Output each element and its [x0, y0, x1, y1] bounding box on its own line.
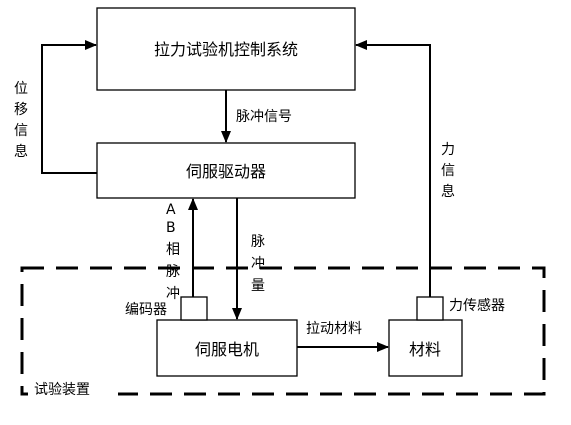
pulse-signal-label: 脉冲信号: [236, 109, 292, 125]
encoder-label: 编码器: [125, 302, 167, 318]
control-system-box: [96, 7, 356, 91]
svg-text:相: 相: [166, 242, 180, 258]
servo-motor-box: [156, 319, 298, 377]
servo-motor-label: 伺服电机: [195, 340, 259, 359]
servo-driver-box: [96, 142, 356, 199]
encoder-box: [180, 296, 208, 321]
servo-driver-label: 伺服驱动器: [186, 162, 266, 181]
svg-text:信: 信: [441, 163, 455, 179]
force-info-label: 力 信 息: [441, 142, 455, 200]
svg-text:息: 息: [14, 143, 28, 160]
svg-text:移: 移: [14, 102, 28, 118]
displacement-feedback-arrow: [41, 40, 97, 174]
pull-material-label: 拉动材料: [306, 321, 362, 337]
material-label: 材料: [409, 340, 441, 359]
svg-text:冲: 冲: [251, 256, 265, 272]
control-system-label: 拉力试验机控制系统: [154, 40, 298, 59]
displacement-info-label: 位 移 信 息: [14, 81, 28, 160]
ab-phase-pulse-label: A B 相 脉 冲: [166, 202, 180, 302]
force-sensor-box: [416, 296, 444, 321]
pulse-quantity-label: 脉 冲 量: [251, 234, 265, 294]
test-device-label-bg: [28, 378, 118, 400]
test-device-label: 试验装置: [34, 382, 90, 398]
test-device-boundary: [20, 266, 546, 396]
svg-text:量: 量: [251, 278, 265, 294]
svg-text:B: B: [166, 220, 176, 236]
force-feedback-arrow: [355, 40, 431, 297]
svg-text:脉: 脉: [251, 234, 265, 250]
svg-text:A: A: [166, 202, 176, 218]
svg-text:力: 力: [441, 142, 455, 158]
svg-text:冲: 冲: [166, 286, 180, 302]
material-box: [388, 319, 463, 377]
svg-text:位: 位: [14, 81, 28, 97]
svg-text:信: 信: [14, 123, 28, 139]
svg-text:脉: 脉: [166, 264, 180, 280]
svg-text:息: 息: [441, 183, 455, 200]
force-sensor-label: 力传感器: [449, 297, 505, 314]
